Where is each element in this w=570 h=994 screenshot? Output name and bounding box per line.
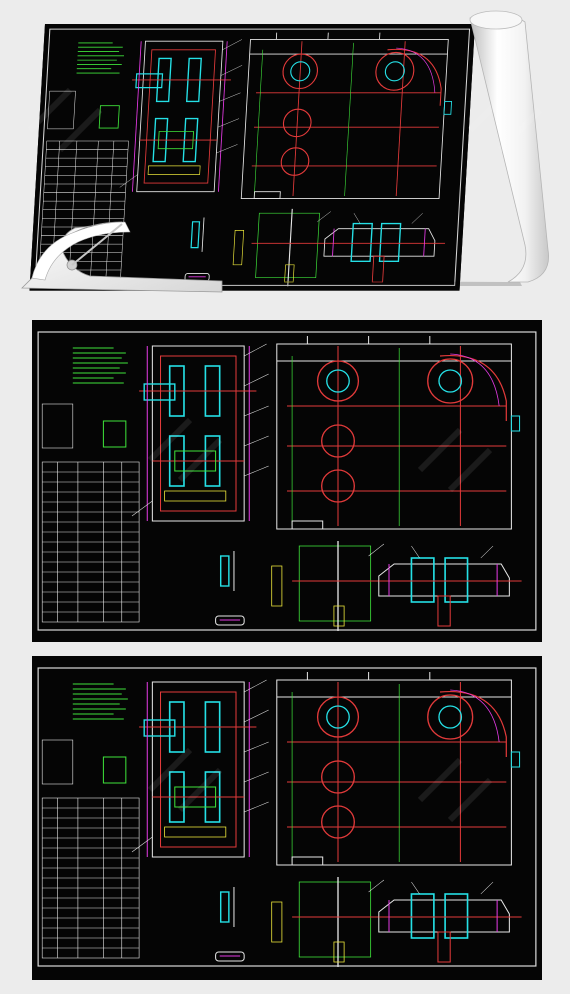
drawing-sheet-1	[31, 320, 543, 642]
drawing-sheet-2	[31, 656, 543, 980]
perspective-panel	[21, 10, 549, 293]
rolled-paper	[469, 12, 549, 283]
watermark-pattern	[27, 87, 543, 823]
protractor	[21, 221, 223, 293]
